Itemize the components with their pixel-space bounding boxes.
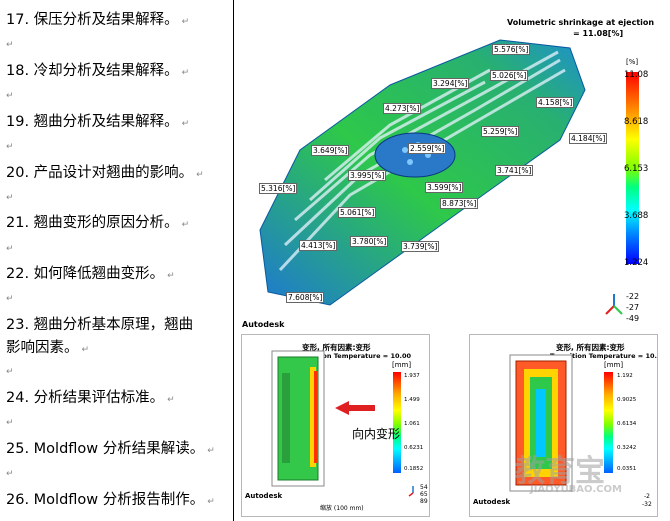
colorbar-tick: 1.192 — [617, 373, 633, 379]
plot-subtitle: = 11.08[%] — [573, 29, 624, 38]
paragraph-mark: ↵ — [6, 244, 14, 254]
value-callout: 3.649[%] — [311, 145, 350, 156]
value-callout: 3.995[%] — [348, 170, 387, 181]
autodesk-logo: Autodesk — [473, 498, 511, 506]
axis-value: 65 — [420, 491, 428, 498]
axis-value: 54 — [420, 484, 428, 491]
unit-label: [mm] — [392, 361, 412, 369]
watermark: 教育宝 — [515, 454, 605, 489]
deformation-annotation: 向内变形 — [352, 427, 401, 441]
colorbar-tick: 0.9025 — [617, 397, 637, 403]
paragraph-mark: ↵ — [6, 418, 14, 428]
arrow-left-icon — [335, 401, 375, 415]
colorbar-tick: 0.0351 — [617, 466, 637, 472]
value-callout: 5.259[%] — [481, 126, 520, 137]
list-item: 18. 冷却分析及结果解释。↵ — [6, 63, 190, 79]
unit-label: [%] — [626, 58, 639, 66]
list-item: 19. 翘曲分析及结果解释。↵ — [6, 114, 190, 130]
colorbar-tick: 0.6231 — [404, 445, 424, 451]
autodesk-logo: Autodesk — [245, 492, 283, 500]
colorbar-tick: 0.3242 — [617, 445, 637, 451]
value-callout: 4.184[%] — [569, 133, 608, 144]
value-callout: 7.608[%] — [286, 292, 325, 303]
list-item: 17. 保压分析及结果解释。↵ — [6, 12, 190, 28]
axis-value: -32 — [642, 501, 652, 508]
unit-label: [mm] — [604, 361, 624, 369]
axis-value: 89 — [420, 498, 428, 505]
value-callout: 4.158[%] — [536, 97, 575, 108]
list-item: 23. 翘曲分析基本原理，翘曲 — [6, 317, 194, 333]
colorbar-tick: 1.224 — [624, 258, 649, 268]
value-callout: 4.273[%] — [383, 103, 422, 114]
grille-model — [259, 39, 586, 306]
orientation-triad-icon — [605, 294, 623, 315]
axis-value: -27 — [626, 303, 640, 312]
axis-value: -2 — [644, 493, 650, 500]
column-divider — [233, 0, 234, 521]
colorbar — [626, 72, 639, 264]
paragraph-mark: ↵ — [6, 193, 14, 203]
value-callout: 4.413[%] — [299, 240, 338, 251]
value-callout: 3.599[%] — [425, 182, 464, 193]
list-item: 26. Moldflow 分析报告制作。↵ — [6, 492, 215, 508]
list-item: 20. 产品设计对翘曲的影响。↵ — [6, 165, 204, 181]
shrinkage-plot: Volumetric shrinkage at ejection = 11.08… — [240, 0, 666, 332]
value-callout: 5.026[%] — [490, 70, 529, 81]
panel-subtitle: Transition Temperature = 10.00 — [295, 352, 412, 360]
paragraph-mark: ↵ — [6, 294, 14, 304]
paragraph-mark: ↵ — [6, 367, 14, 377]
panel-subtitle: Transition Temperature = 10.00 — [550, 352, 658, 360]
colorbar — [604, 372, 613, 473]
scale-label: 缩放 (100 mm) — [320, 505, 364, 512]
value-callout: 3.739[%] — [401, 241, 440, 252]
list-item: 25. Moldflow 分析结果解读。↵ — [6, 441, 215, 457]
value-callout: 3.741[%] — [495, 165, 534, 176]
colorbar — [393, 372, 401, 473]
value-callout: 2.559[%] — [408, 143, 447, 154]
topic-list: 17. 保压分析及结果解释。↵ ↵ 18. 冷却分析及结果解释。↵ ↵ 19. … — [0, 0, 232, 521]
colorbar-tick: 1.499 — [404, 397, 420, 403]
orientation-triad-icon — [408, 486, 414, 497]
watermark-url: JIAOYUBAO.COM — [530, 484, 622, 495]
paragraph-mark: ↵ — [6, 91, 14, 101]
plot-title: Volumetric shrinkage at ejection — [507, 18, 655, 27]
value-callout: 8.873[%] — [440, 198, 479, 209]
deformation-panel-left: 变形, 所有因素:变形 Transition Temperature = 10.… — [241, 334, 430, 517]
value-callout: 3.780[%] — [350, 236, 389, 247]
value-callout: 3.294[%] — [431, 78, 470, 89]
part-model — [271, 350, 325, 487]
panel-title: 变形, 所有因素:变形 — [302, 343, 371, 352]
panel-title: 变形, 所有因素:变形 — [556, 343, 625, 352]
colorbar-tick: 1.937 — [404, 373, 420, 379]
colorbar-tick: 8.618 — [624, 117, 649, 127]
colorbar-tick: 3.688 — [624, 211, 649, 221]
axis-value: -49 — [626, 314, 640, 323]
axis-value: -22 — [626, 292, 640, 301]
paragraph-mark: ↵ — [6, 469, 14, 479]
list-item: 21. 翘曲变形的原因分析。↵ — [6, 215, 190, 231]
colorbar-tick: 11.08 — [624, 70, 649, 80]
paragraph-mark: ↵ — [6, 142, 14, 152]
value-callout: 5.576[%] — [492, 44, 531, 55]
value-callout: 5.061[%] — [338, 207, 377, 218]
colorbar-tick: 1.061 — [404, 421, 420, 427]
deformation-panel-right: 变形, 所有因素:变形 Transition Temperature = 10.… — [469, 334, 658, 517]
colorbar-tick: 6.153 — [624, 164, 649, 174]
value-callout: 5.316[%] — [259, 183, 298, 194]
part-model — [509, 354, 573, 492]
autodesk-logo: Autodesk — [242, 320, 285, 329]
paragraph-mark: ↵ — [6, 40, 14, 50]
colorbar-tick: 0.6134 — [617, 421, 637, 427]
list-item-continuation: 影响因素。↵ — [6, 340, 90, 356]
colorbar-tick: 0.1852 — [404, 466, 424, 472]
list-item: 22. 如何降低翘曲变形。↵ — [6, 266, 175, 282]
list-item: 24. 分析结果评估标准。↵ — [6, 390, 175, 406]
